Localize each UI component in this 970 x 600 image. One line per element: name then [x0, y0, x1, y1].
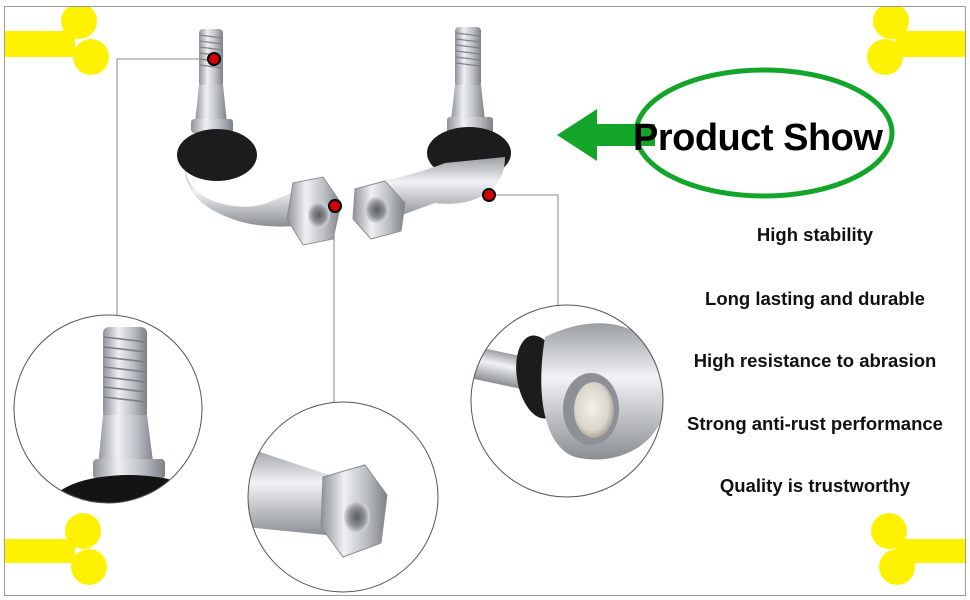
feature-item: Long lasting and durable: [705, 288, 925, 309]
marker-dot-icon: [328, 199, 342, 213]
feature-item: High stability: [756, 224, 874, 245]
bone-icon: [867, 7, 965, 75]
product-artwork: [5, 7, 965, 593]
title-highlight-oval: [633, 67, 895, 199]
feature-item: Strong anti-rust performance: [687, 413, 943, 434]
product-showcase-frame: Product Show High stability Long lasting…: [4, 6, 966, 596]
marker-dot-icon: [207, 52, 221, 66]
arrow-left-icon: [557, 109, 655, 161]
ball-joint-left: [177, 29, 342, 246]
page-title: Product Show: [633, 117, 883, 159]
bone-icon: [5, 7, 109, 75]
marker-dot-icon: [482, 188, 496, 202]
feature-item: High resistance to abrasion: [693, 350, 937, 371]
bone-icon: [5, 513, 107, 585]
feature-item: Quality is trustworthy: [719, 475, 911, 496]
ball-joint-right: [352, 27, 511, 240]
detail-zoom-threaded-stud: [13, 314, 203, 504]
bone-icon: [871, 513, 965, 585]
detail-zoom-ball-socket: [470, 304, 664, 498]
callout-lines: [116, 58, 559, 415]
detail-zoom-hex-nut: [247, 401, 439, 593]
